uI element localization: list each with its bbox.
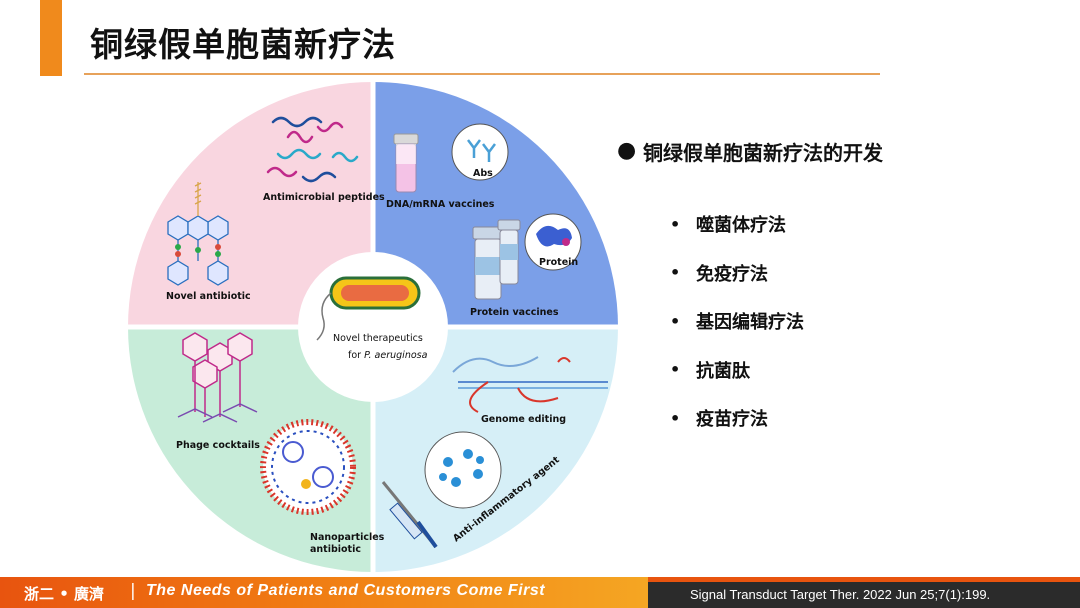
antibiotic-atoms bbox=[175, 244, 221, 257]
peptides-icon bbox=[266, 116, 359, 183]
title-underline bbox=[84, 73, 880, 75]
list-item: • 抗菌肽 bbox=[670, 346, 804, 395]
content-heading: 铜绿假单胞菌新疗法的开发 bbox=[643, 141, 883, 165]
label-nanoparticles-line2: antibiotic bbox=[310, 544, 361, 555]
title-accent-bar bbox=[40, 0, 62, 76]
antibody-icon bbox=[451, 123, 509, 181]
protein-vials-icon bbox=[472, 219, 521, 300]
list-item-label: 基因编辑疗法 bbox=[696, 312, 804, 334]
nanoparticle-icon bbox=[260, 419, 356, 515]
antibiotic-structure-icon bbox=[167, 182, 229, 286]
vaccine-vial-icon bbox=[393, 133, 419, 193]
protein-icon bbox=[524, 213, 582, 271]
slide-title: 铜绿假单胞菌新疗法 bbox=[90, 25, 396, 64]
center-text-line1: Novel therapeutics bbox=[333, 333, 423, 344]
quadrant-pink bbox=[128, 82, 373, 327]
therapeutics-diagram: Antimicrobial peptides Novel antibiotic bbox=[128, 82, 618, 572]
phage-icon bbox=[177, 332, 258, 423]
list-item-label: 疫苗疗法 bbox=[696, 409, 768, 431]
label-abs: Abs bbox=[473, 168, 493, 179]
center-italic: P. aeruginosa bbox=[364, 350, 428, 361]
list-item-label: 抗菌肽 bbox=[696, 360, 750, 382]
label-novel-antibiotic: Novel antibiotic bbox=[166, 291, 251, 302]
bullet-icon: • bbox=[670, 263, 681, 283]
list-item-label: 噬菌体疗法 bbox=[696, 215, 786, 237]
center-for: for bbox=[348, 350, 364, 361]
label-genome-editing: Genome editing bbox=[481, 414, 566, 425]
center-text-line2: for P. aeruginosa bbox=[348, 350, 428, 361]
label-antimicrobial-peptides: Antimicrobial peptides bbox=[263, 192, 385, 203]
syringe-icon bbox=[381, 481, 438, 549]
heading-bullet-icon: ● bbox=[617, 138, 637, 163]
footer-banner bbox=[0, 577, 648, 608]
label-protein: Protein bbox=[539, 257, 578, 268]
footer-separator: | bbox=[130, 581, 136, 601]
footer-brand: 浙二 • 廣濟 bbox=[24, 585, 105, 603]
footer-slogan: The Needs of Patients and Customers Come… bbox=[146, 582, 546, 599]
bullet-icon: • bbox=[670, 408, 681, 428]
genome-editing-icon bbox=[452, 356, 608, 413]
list-item: • 疫苗疗法 bbox=[670, 394, 804, 443]
footer-accent-strip bbox=[648, 577, 1080, 582]
list-item-label: 免疫疗法 bbox=[696, 263, 768, 285]
anti-inflammatory-icon bbox=[424, 431, 502, 509]
label-phage-cocktails: Phage cocktails bbox=[176, 440, 260, 451]
label-dna-mrna-vaccines: DNA/mRNA vaccines bbox=[386, 199, 495, 210]
therapeutics-figure: Antimicrobial peptides Novel antibiotic bbox=[118, 82, 618, 572]
bullet-icon: • bbox=[670, 360, 681, 380]
label-nanoparticles-line1: Nanoparticles bbox=[310, 532, 385, 543]
bullet-icon: • bbox=[670, 311, 681, 331]
therapy-list: • 噬菌体疗法 • 免疫疗法 • 基因编辑疗法 • 抗菌肽 • 疫苗疗法 bbox=[670, 200, 804, 443]
bullet-icon: • bbox=[670, 214, 681, 234]
list-item: • 基因编辑疗法 bbox=[670, 297, 804, 346]
list-item: • 免疫疗法 bbox=[670, 249, 804, 298]
footer-citation: Signal Transduct Target Ther. 2022 Jun 2… bbox=[690, 587, 991, 602]
list-item: • 噬菌体疗法 bbox=[670, 200, 804, 249]
center-circle bbox=[298, 252, 448, 402]
bacterium-icon bbox=[316, 276, 421, 341]
footer-citation-bar bbox=[648, 582, 1080, 608]
label-protein-vaccines: Protein vaccines bbox=[470, 307, 559, 318]
